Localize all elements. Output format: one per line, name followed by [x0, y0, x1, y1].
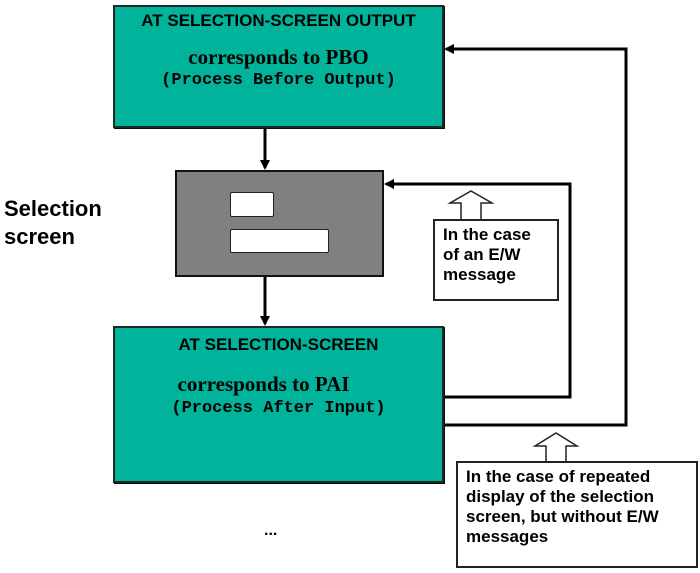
callout-line: screen, but without E/W — [466, 507, 659, 526]
event-expansion: (Process After Input) — [171, 399, 386, 418]
event-box-selection-screen-output: AT SELECTION-SCREEN OUTPUT corresponds t… — [113, 5, 444, 128]
callout-line: messages — [466, 527, 549, 546]
callout-line: display of the selection — [466, 487, 654, 506]
event-title: AT SELECTION-SCREEN OUTPUT — [141, 11, 416, 30]
selection-screen-mockup — [175, 170, 384, 277]
label-line: Selection — [4, 196, 102, 221]
callout-repeated-display: In the case of repeated display of the s… — [456, 461, 698, 568]
callout-line: In the case of repeated — [466, 467, 651, 486]
continuation-ellipsis: ... — [264, 522, 278, 539]
event-box-selection-screen: AT SELECTION-SCREEN corresponds to PAI (… — [113, 326, 444, 483]
event-expansion: (Process Before Output) — [161, 71, 396, 90]
hollow-arrow-icon-ew — [447, 190, 495, 219]
callout-line: of an E/W — [443, 245, 521, 264]
arrow-repeat-loop — [444, 44, 628, 427]
event-title: AT SELECTION-SCREEN — [178, 335, 379, 354]
callout-line: message — [443, 265, 516, 284]
input-field-short — [230, 192, 274, 217]
callout-line: In the case — [443, 225, 531, 244]
callout-ew-message: In the case of an E/W message — [433, 219, 559, 301]
selection-screen-label: Selection screen — [4, 195, 102, 251]
label-line: screen — [4, 224, 75, 249]
event-corresponds: corresponds to PBO — [188, 45, 369, 69]
event-corresponds: corresponds to PAI — [177, 372, 350, 396]
arrow-ew-loop — [384, 179, 572, 399]
hollow-arrow-icon-repeat — [532, 432, 580, 461]
input-field-long — [230, 229, 329, 253]
